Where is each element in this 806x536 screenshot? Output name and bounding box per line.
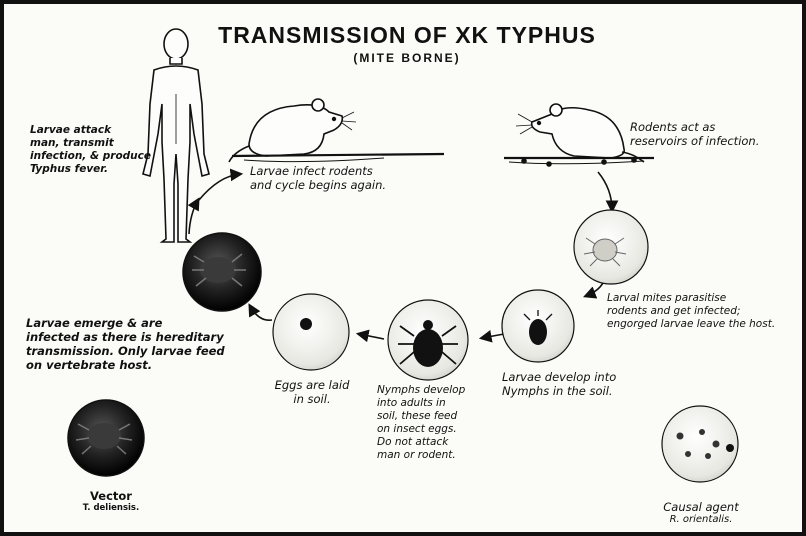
caption-nymphs: Nymphs develop into adults in soil, thes… xyxy=(377,384,465,462)
egg-disc xyxy=(273,294,349,370)
caption-rodent-left: Larvae infect rodents and cycle begins a… xyxy=(250,164,386,192)
caption-larvae-emerge: Larvae emerge & are infected as there is… xyxy=(26,316,225,372)
caption-man: Larvae attack man, transmit infection, &… xyxy=(30,124,151,176)
infected-larva-disc xyxy=(183,233,261,311)
caption-causal-agent: Causal agent R. orientalis. xyxy=(636,500,766,526)
vector-disc xyxy=(68,400,144,476)
rodent-left-icon xyxy=(229,99,444,162)
caption-rodent-right: Rodents act as reservoirs of infection. xyxy=(630,120,759,148)
caption-eggs: Eggs are laid in soil. xyxy=(262,378,362,406)
caption-larvae-develop: Larvae develop into Nymphs in the soil. xyxy=(502,370,616,398)
engorged-larva-disc xyxy=(502,290,574,362)
nymph-disc xyxy=(388,300,468,380)
agent-species-name: R. orientalis. xyxy=(636,514,766,526)
vector-species-name: T. deliensis. xyxy=(56,503,166,514)
causal-agent-disc xyxy=(662,406,738,482)
caption-vector: Vector T. deliensis. xyxy=(56,489,166,514)
caption-larval-mites: Larval mites parasitise rodents and get … xyxy=(607,292,775,331)
larval-mite-disc xyxy=(574,210,648,284)
human-figure-icon xyxy=(143,29,209,242)
